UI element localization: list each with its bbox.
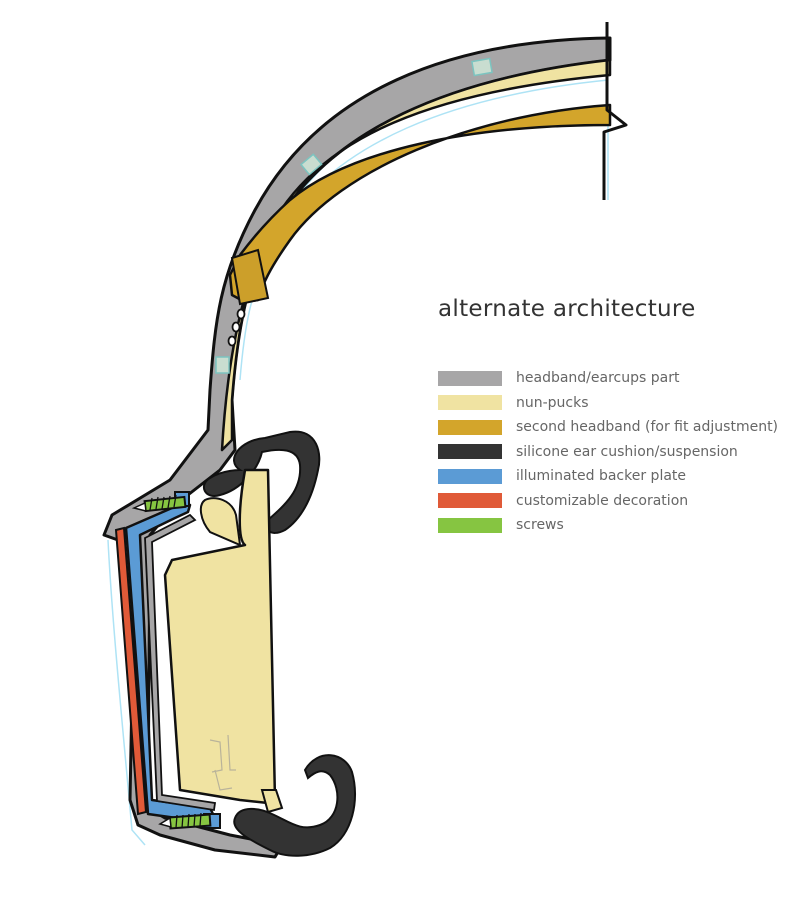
legend-label: screws <box>516 517 564 534</box>
nun-puck-neck <box>199 497 242 547</box>
legend-label: second headband (for fit adjustment) <box>516 419 779 436</box>
diagram-title: alternate architecture <box>438 296 696 322</box>
legend-swatch <box>438 444 502 460</box>
legend-swatch <box>438 493 502 509</box>
legend-swatch <box>438 395 502 411</box>
screw-top <box>131 494 187 513</box>
legend-item: nun-pucks <box>438 391 778 416</box>
legend-label: silicone ear cushion/suspension <box>516 443 738 460</box>
legend-swatch <box>438 370 502 386</box>
legend-label: customizable decoration <box>516 492 689 509</box>
legend-swatch <box>438 468 502 484</box>
legend-swatch <box>438 517 502 533</box>
legend-item: silicone ear cushion/suspension <box>438 440 778 465</box>
nun-pucks-strip <box>220 58 612 452</box>
legend: headband/earcups part nun-pucks second h… <box>438 366 778 538</box>
ear-cushion-bottom <box>233 754 356 857</box>
legend-label: nun-pucks <box>516 394 589 411</box>
legend-item: illuminated backer plate <box>438 464 778 489</box>
wall-break-line <box>602 22 628 200</box>
legend-item: customizable decoration <box>438 489 778 514</box>
headband-pucks <box>215 57 493 374</box>
ear-cushion-top <box>202 430 321 534</box>
nun-puck-base <box>260 789 284 814</box>
inner-liner <box>144 513 217 812</box>
legend-item: headband/earcups part <box>438 366 778 391</box>
customizable-decoration <box>114 526 148 816</box>
nun-puck-driver <box>163 468 277 805</box>
screw-bottom <box>158 812 212 830</box>
legend-item: screws <box>438 513 778 538</box>
legend-swatch <box>438 419 502 435</box>
legend-label: illuminated backer plate <box>516 468 687 485</box>
legend-item: second headband (for fit adjustment) <box>438 415 778 440</box>
second-headband <box>228 103 612 304</box>
legend-label: headband/earcups part <box>516 370 680 387</box>
second-headband-clip <box>230 248 270 306</box>
inner-markings <box>209 734 236 791</box>
